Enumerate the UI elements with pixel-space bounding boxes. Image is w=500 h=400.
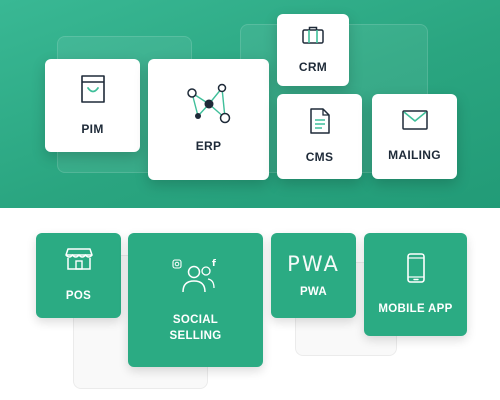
erp-card[interactable]: ERP	[148, 59, 269, 180]
smartphone-icon	[406, 252, 425, 288]
document-icon	[309, 108, 330, 139]
social-users-icon: f	[171, 257, 220, 300]
social-selling-label-line2: SELLING	[169, 329, 222, 342]
cms-card[interactable]: CMS	[277, 94, 362, 179]
crm-card[interactable]: CRM	[277, 14, 349, 86]
social-selling-label-line1: SOCIAL	[172, 313, 219, 326]
shopping-bag-icon	[80, 74, 106, 109]
svg-text:f: f	[212, 259, 216, 269]
mailing-label: MAILING	[388, 148, 441, 162]
pwa-label: PWA	[299, 285, 328, 298]
pos-label: POS	[65, 290, 92, 302]
pim-label: PIM	[81, 122, 104, 136]
briefcase-icon	[302, 26, 324, 49]
pwa-card[interactable]: PWA PWA	[271, 233, 356, 318]
storefront-icon	[64, 247, 93, 276]
crm-label: CRM	[298, 59, 328, 74]
pos-card[interactable]: POS	[36, 233, 121, 318]
erp-label: ERP	[195, 139, 222, 153]
pwa-logo: PWA	[287, 251, 340, 276]
social-selling-card[interactable]: f SOCIAL SELLING	[128, 233, 263, 367]
pim-card[interactable]: PIM	[45, 59, 140, 152]
cms-label: CMS	[305, 150, 334, 164]
mobile-app-label: MOBILE APP	[378, 302, 453, 315]
network-graph-icon	[186, 83, 231, 128]
mobile-app-card[interactable]: MOBILE APP	[364, 233, 467, 336]
envelope-icon	[401, 110, 428, 135]
social-selling-label: SOCIAL SELLING	[170, 312, 222, 344]
mailing-card[interactable]: MAILING	[372, 94, 457, 179]
